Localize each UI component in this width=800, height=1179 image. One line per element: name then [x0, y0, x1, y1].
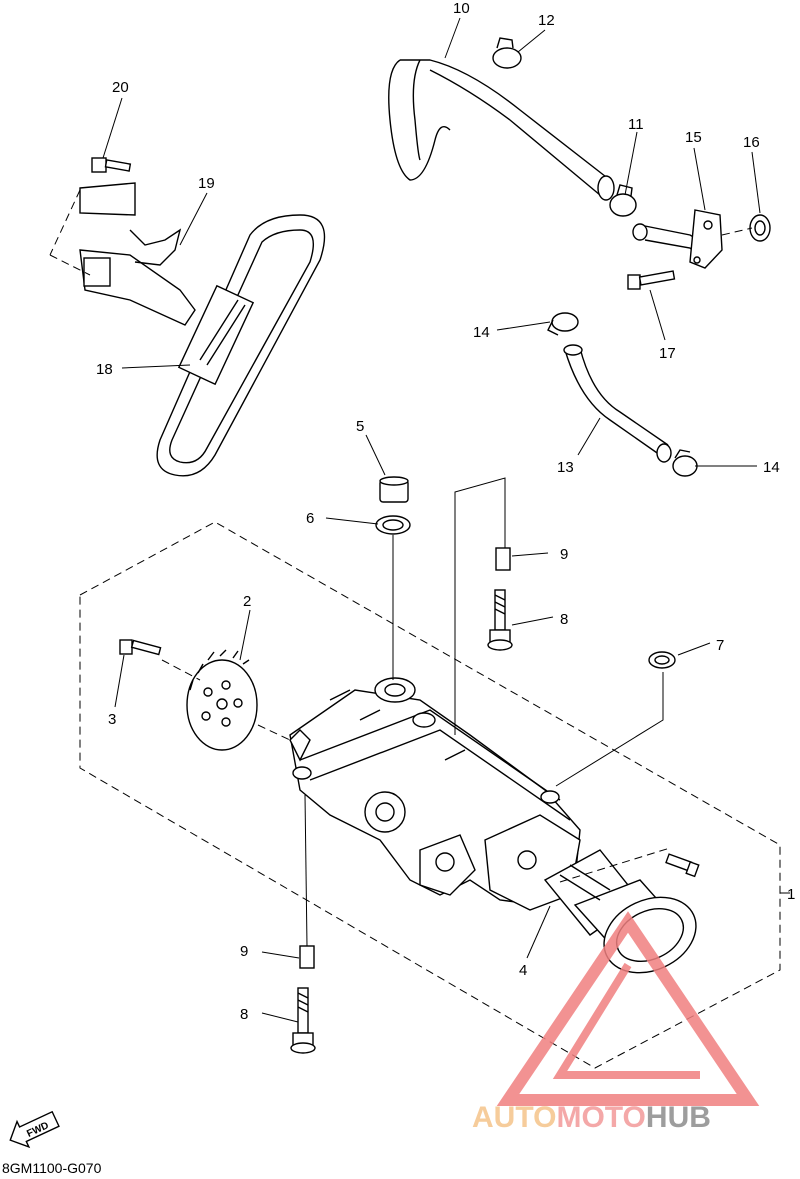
collar	[379, 476, 409, 503]
callout-8-upper: 8	[560, 611, 568, 628]
watermark-text: AUTOMOTOHUB	[472, 1101, 711, 1134]
callout-14-lower: 14	[763, 459, 780, 476]
bolt-lower	[290, 987, 316, 1054]
callout-19: 19	[198, 175, 215, 192]
callout-10: 10	[453, 0, 470, 17]
callout-15: 15	[685, 129, 702, 146]
strainer-bolt	[665, 853, 700, 878]
watermark-triangle	[496, 911, 760, 1106]
dowel-pin-upper	[495, 547, 511, 571]
pipe-joint	[632, 209, 723, 269]
hose-clamp-14-upper	[547, 312, 579, 336]
joint-bolt	[627, 270, 676, 290]
watermark-triangle-inner	[552, 962, 700, 1079]
callout-17: 17	[659, 345, 676, 362]
callout-3: 3	[108, 711, 116, 728]
callout-2: 2	[243, 593, 251, 610]
bracket-dash-b	[49, 254, 91, 276]
pin-guide-upper	[454, 477, 506, 735]
o-ring-6	[375, 515, 411, 535]
dowel-pin-lower	[299, 945, 315, 969]
bolt20-box	[79, 182, 136, 216]
callout-9-upper: 9	[560, 546, 568, 563]
bolt-upper	[487, 589, 513, 651]
watermark-hub: HUB	[646, 1101, 711, 1134]
hose-clamp-11	[609, 184, 637, 217]
callout-8-lower: 8	[240, 1006, 248, 1023]
assembly-boundary	[79, 521, 781, 1069]
callout-16: 16	[743, 134, 760, 151]
breather-hose-lower	[563, 344, 672, 463]
callout-4: 4	[519, 962, 527, 979]
callout-5: 5	[356, 418, 364, 435]
gasket-16	[749, 214, 771, 242]
fwd-arrow: FWD	[9, 1110, 60, 1149]
chain-guide-bracket	[79, 228, 196, 326]
bolt3-dash	[161, 659, 201, 681]
callout-20: 20	[112, 79, 129, 96]
callout-14-upper: 14	[473, 324, 490, 341]
pin-guide-lower	[304, 794, 308, 947]
callout-12: 11	[628, 116, 644, 133]
hose-clamp-12	[492, 37, 522, 69]
hose-clamp-14-lower	[672, 449, 698, 477]
oring7-guide	[555, 672, 664, 787]
callout-18: 18	[96, 361, 113, 378]
gasket-dash	[721, 227, 753, 236]
callout-1: 1	[787, 886, 795, 903]
strainer-dash	[559, 847, 671, 883]
callout-13: 13	[557, 459, 574, 476]
bracket-dash-a	[49, 189, 81, 256]
o-ring-7	[648, 651, 676, 669]
leader-lines	[102, 17, 761, 1023]
oil-pump-body	[289, 677, 581, 911]
bracket-bolt	[91, 157, 132, 173]
watermark-moto: MOTO	[556, 1101, 645, 1134]
breather-hose-upper	[388, 59, 615, 201]
gear-dash	[257, 724, 291, 741]
callout-6: 6	[306, 510, 314, 527]
callout-11: 12	[538, 12, 555, 29]
gear-bolt	[119, 639, 162, 656]
callout-labels: 1 2 3 4 5 6 7 8 8 9 9 10 12 11 13 14 14 …	[96, 0, 795, 1023]
watermark-auto: AUTO	[472, 1101, 556, 1134]
pump-drive-gear	[186, 649, 258, 751]
watermark-logo: AUTOMOTOHUB	[472, 911, 760, 1134]
drawing-code: 8GM1100-G070	[2, 1160, 102, 1176]
drive-chain	[156, 214, 326, 477]
callout-9-lower: 9	[240, 943, 248, 960]
callout-7: 7	[716, 637, 724, 654]
